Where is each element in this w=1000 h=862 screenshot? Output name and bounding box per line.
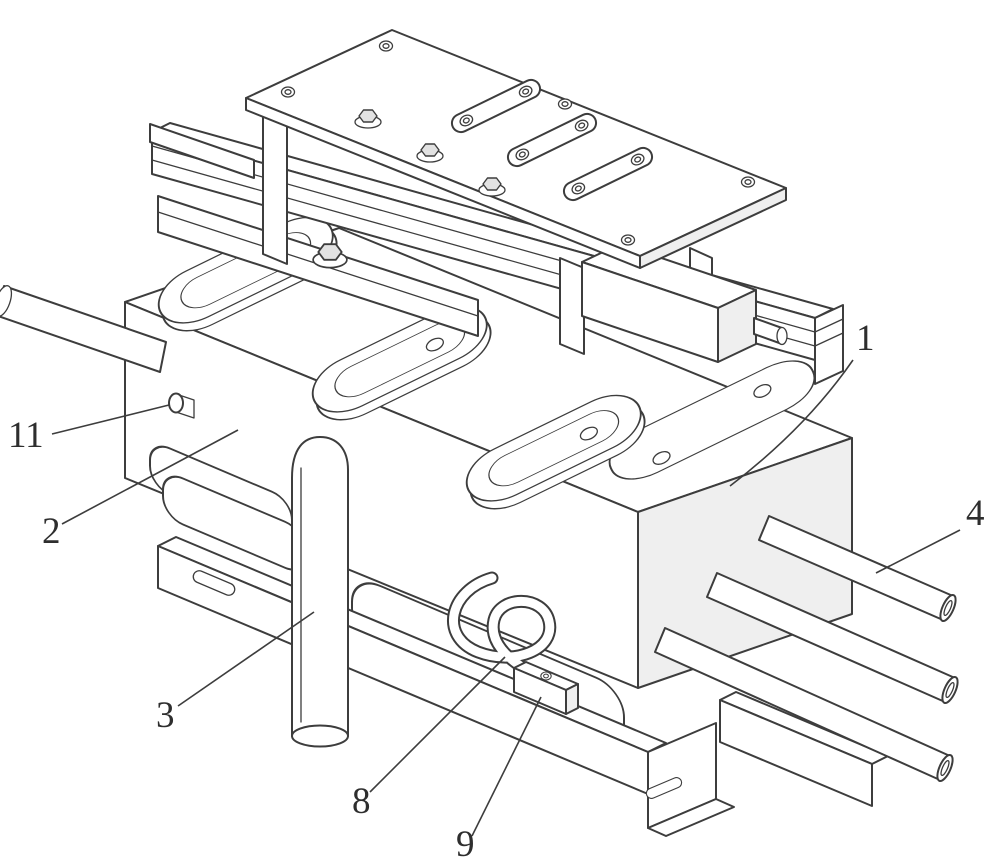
junction-box-side xyxy=(717,289,757,363)
support-post-left xyxy=(262,101,288,265)
pipe-bottom-bore xyxy=(940,759,950,777)
plate-bolt-4 xyxy=(740,176,756,188)
left-flat-bar xyxy=(149,123,255,179)
base-rail-end-flange xyxy=(647,798,735,837)
ref-label-9: 9 xyxy=(456,824,475,862)
leader-2 xyxy=(61,429,239,525)
support-post-mid xyxy=(559,257,585,355)
stub-end xyxy=(168,392,184,414)
knob-end xyxy=(776,326,788,346)
plate-bolt-5 xyxy=(620,234,636,246)
plate-right-edge xyxy=(639,187,787,269)
leader-4 xyxy=(875,529,961,574)
terminal-plate-assembly xyxy=(245,29,787,269)
pipe-top xyxy=(758,515,957,622)
block-side xyxy=(565,683,579,715)
ref-label-4: 4 xyxy=(966,493,985,534)
leader-8 xyxy=(369,656,506,793)
plate-bolt-2 xyxy=(378,40,394,52)
flat-bar-face xyxy=(149,123,255,179)
leader-lines xyxy=(51,359,961,837)
stub-11 xyxy=(168,392,195,419)
pipe-middle xyxy=(706,572,959,704)
plate-bolt-3 xyxy=(557,98,573,110)
bracket-right-front xyxy=(719,699,873,807)
left-rod xyxy=(0,285,167,373)
support-posts xyxy=(262,101,713,355)
flex-hose xyxy=(447,571,561,699)
ref-label-11: 11 xyxy=(8,415,44,456)
leader-11 xyxy=(51,404,170,435)
pipe-middle-bore xyxy=(945,681,955,699)
body-front-face xyxy=(124,301,639,689)
ref-label-1: 1 xyxy=(856,318,875,359)
standpipe-body xyxy=(291,436,349,737)
cover-hole-left xyxy=(652,450,671,465)
cover-hole-right xyxy=(753,384,772,398)
pipe-top-bore xyxy=(943,599,953,617)
junction-knob xyxy=(753,317,788,346)
cover-plate xyxy=(608,360,816,480)
standpipe-bottom xyxy=(291,724,349,748)
plate-bolt-1 xyxy=(280,86,296,98)
component-block xyxy=(513,661,579,715)
ref-labels: 11 2 3 8 9 4 1 xyxy=(8,318,985,862)
block-bolt xyxy=(540,671,552,681)
pipe-bottom xyxy=(654,627,954,782)
standpipe xyxy=(291,436,349,748)
hose-fill xyxy=(449,573,559,697)
ref-label-3: 3 xyxy=(156,695,175,736)
ref-label-2: 2 xyxy=(42,511,61,552)
rail-end-cap xyxy=(814,304,844,385)
leader-3 xyxy=(177,611,315,707)
leader-9 xyxy=(471,696,542,837)
leader-1 xyxy=(729,359,854,487)
ref-label-8: 8 xyxy=(352,781,371,822)
rail-end-line-1 xyxy=(814,318,844,333)
rod-end xyxy=(0,285,13,317)
rail-end-line-2 xyxy=(814,332,844,347)
outlet-pipes xyxy=(654,515,959,782)
